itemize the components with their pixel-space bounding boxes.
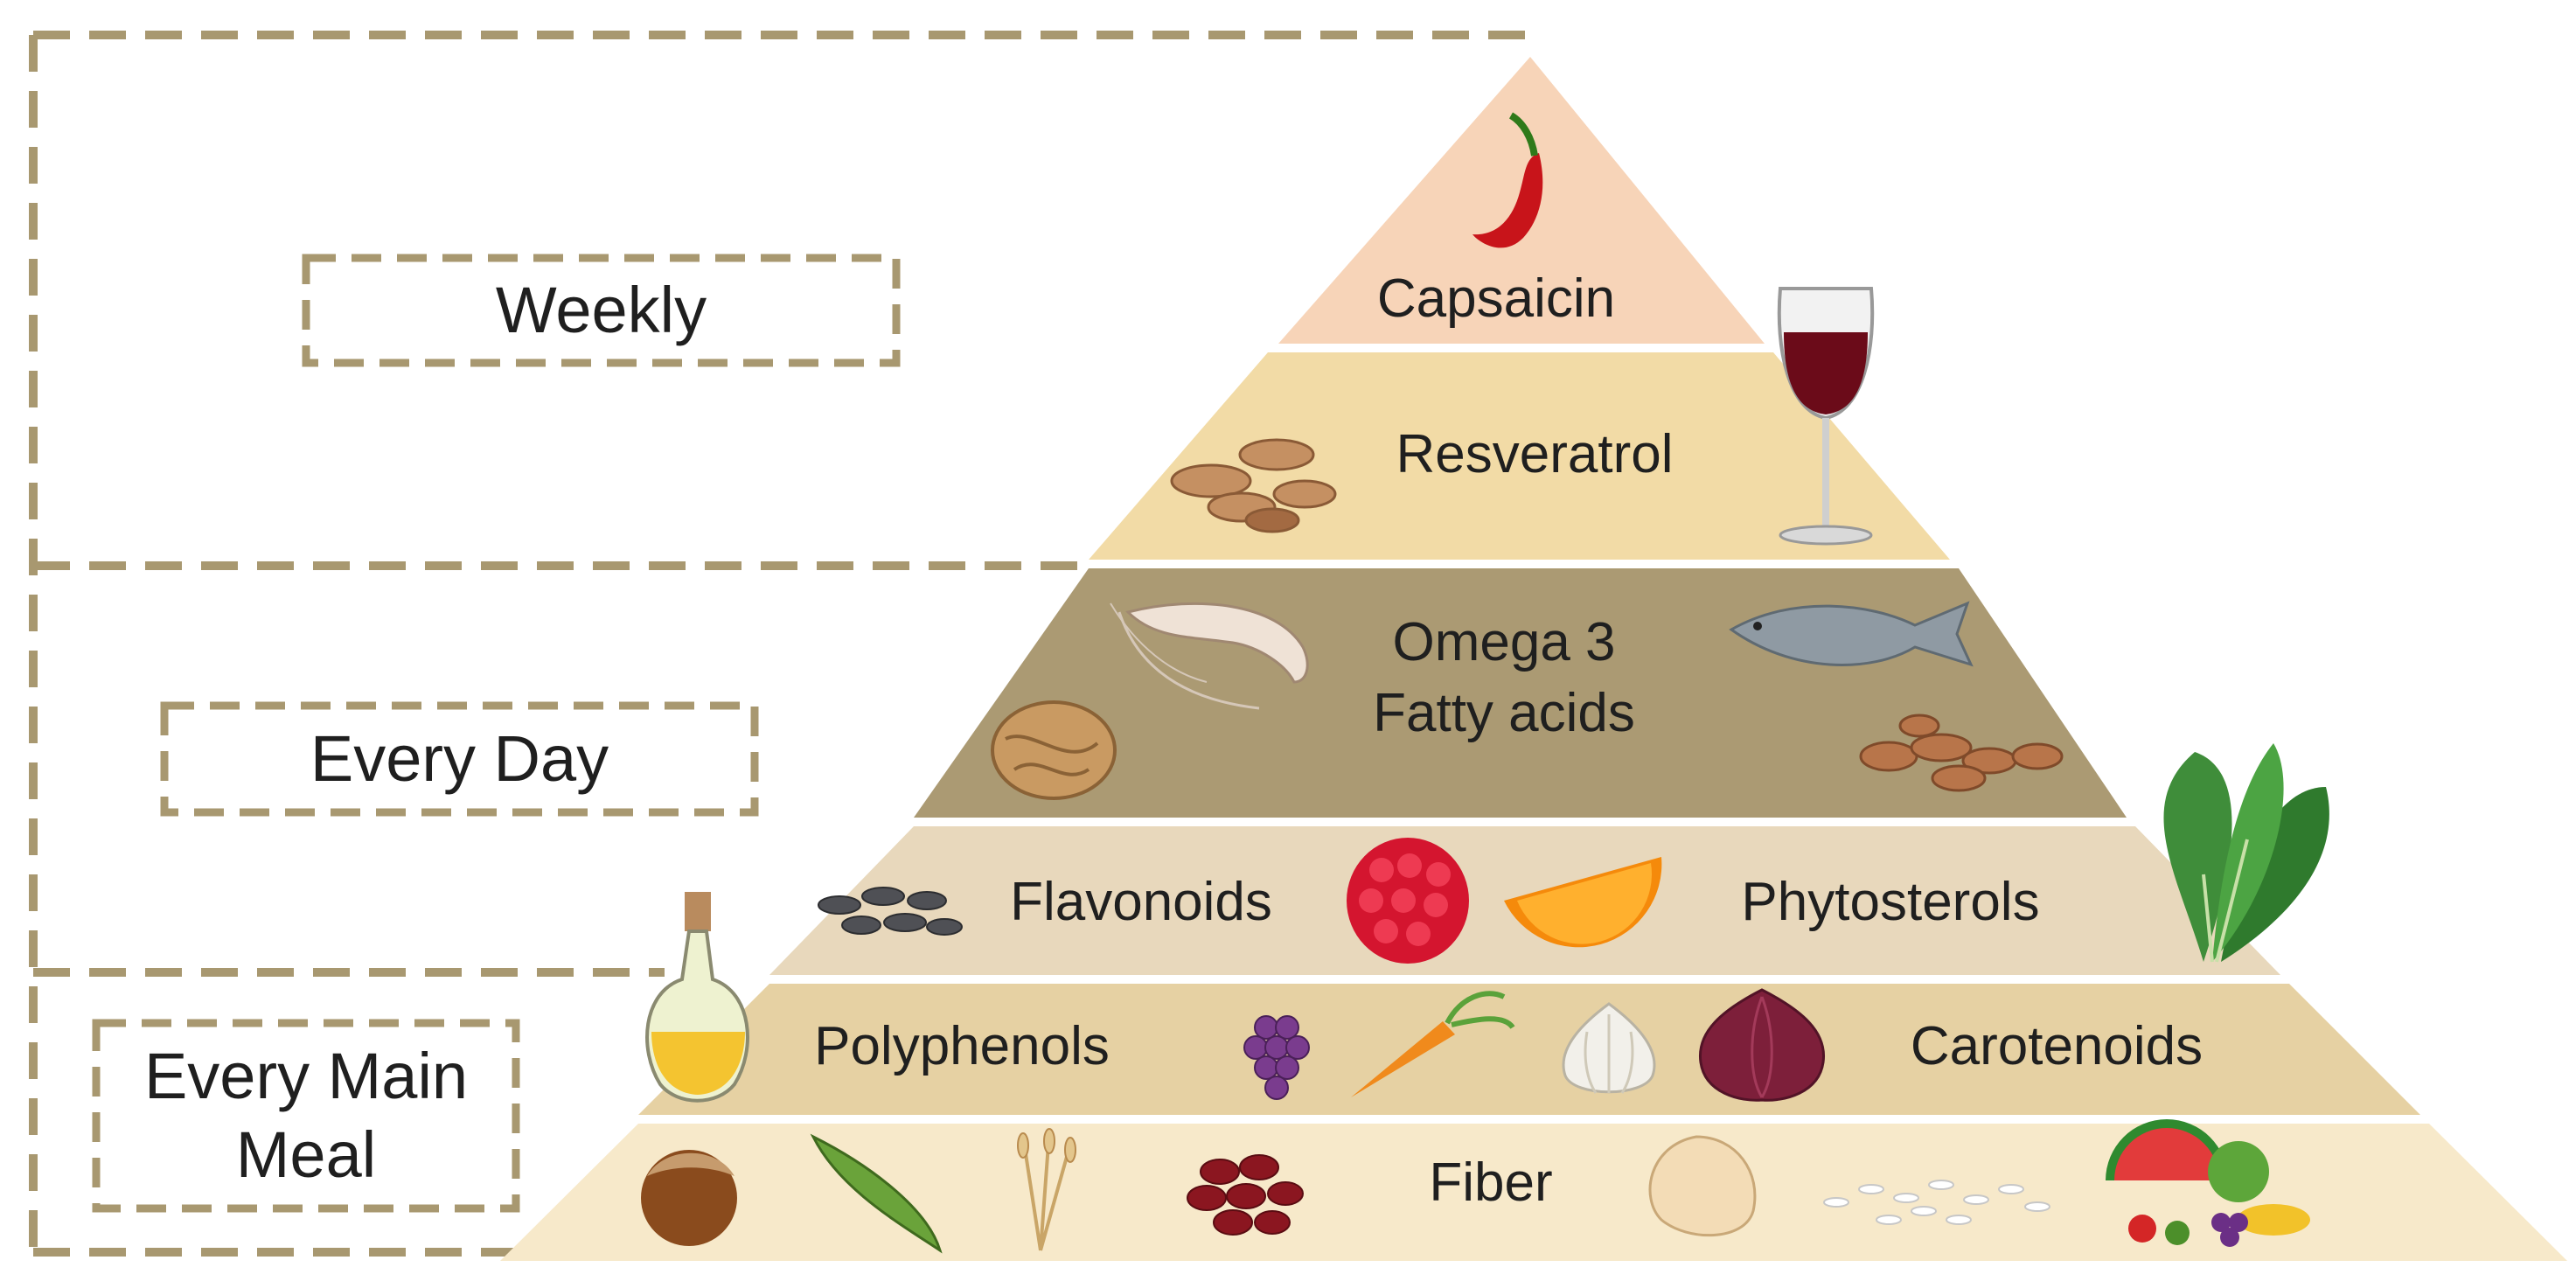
pea-pod-icon xyxy=(810,1133,943,1254)
red-onion-icon xyxy=(1698,988,1826,1102)
red-wine-glass-icon xyxy=(1777,287,1875,546)
omega3-label-line1: Omega 3 xyxy=(1392,612,1615,672)
carrot-icon xyxy=(1351,991,1515,1097)
chili-pepper-icon xyxy=(1472,112,1543,248)
orange-slice-icon xyxy=(1504,857,1662,948)
every-day-box xyxy=(160,701,759,817)
tier-polyphenols-carotenoids xyxy=(638,984,2420,1115)
fruit-vegetable-assortment-icon xyxy=(2106,1119,2310,1247)
omega3-label-line2: Fatty acids xyxy=(1373,683,1635,743)
every-main-meal-box xyxy=(92,1019,520,1213)
every-day-text: Every Day xyxy=(310,721,609,795)
chickpea-icon xyxy=(1648,1135,1757,1237)
grapes-icon xyxy=(1243,1015,1310,1100)
polyphenols-label: Polyphenols xyxy=(814,1016,1110,1076)
rice-icon xyxy=(1823,1180,2050,1225)
hazelnut-icon xyxy=(641,1150,737,1246)
every-main-meal-label: Every Main Meal xyxy=(96,1023,516,1208)
sunflower-seeds-icon xyxy=(818,887,963,936)
tier-fiber xyxy=(500,1124,2567,1261)
shrimp-icon xyxy=(1110,602,1309,710)
olive-oil-bottle-icon xyxy=(645,892,749,1103)
wheat-icon xyxy=(1017,1128,1076,1251)
phytosterols-label: Phytosterols xyxy=(1741,872,2039,932)
walnut-icon xyxy=(991,700,1117,800)
frequency-brackets xyxy=(29,31,1539,1257)
fiber-label: Fiber xyxy=(1429,1152,1552,1213)
spinach-icon xyxy=(2163,743,2329,963)
flavonoids-label: Flavonoids xyxy=(1010,872,1272,932)
every-day-label: Every Day xyxy=(164,706,755,812)
almonds-icon xyxy=(1859,714,2064,792)
raspberry-icon xyxy=(1347,838,1469,964)
capsaicin-label: Capsaicin xyxy=(1377,268,1615,329)
every-main-meal-text: Every Main Meal xyxy=(143,1039,469,1191)
resveratrol-label: Resveratrol xyxy=(1396,424,1674,484)
weekly-label: Weekly xyxy=(306,258,896,363)
red-beans-icon xyxy=(1187,1154,1304,1236)
carotenoids-label: Carotenoids xyxy=(1911,1016,2203,1076)
weekly-box xyxy=(302,254,901,367)
weekly-text: Weekly xyxy=(495,273,707,346)
fish-icon xyxy=(1729,601,1974,667)
peanuts-icon xyxy=(1170,438,1337,533)
garlic-icon xyxy=(1562,1002,1656,1094)
